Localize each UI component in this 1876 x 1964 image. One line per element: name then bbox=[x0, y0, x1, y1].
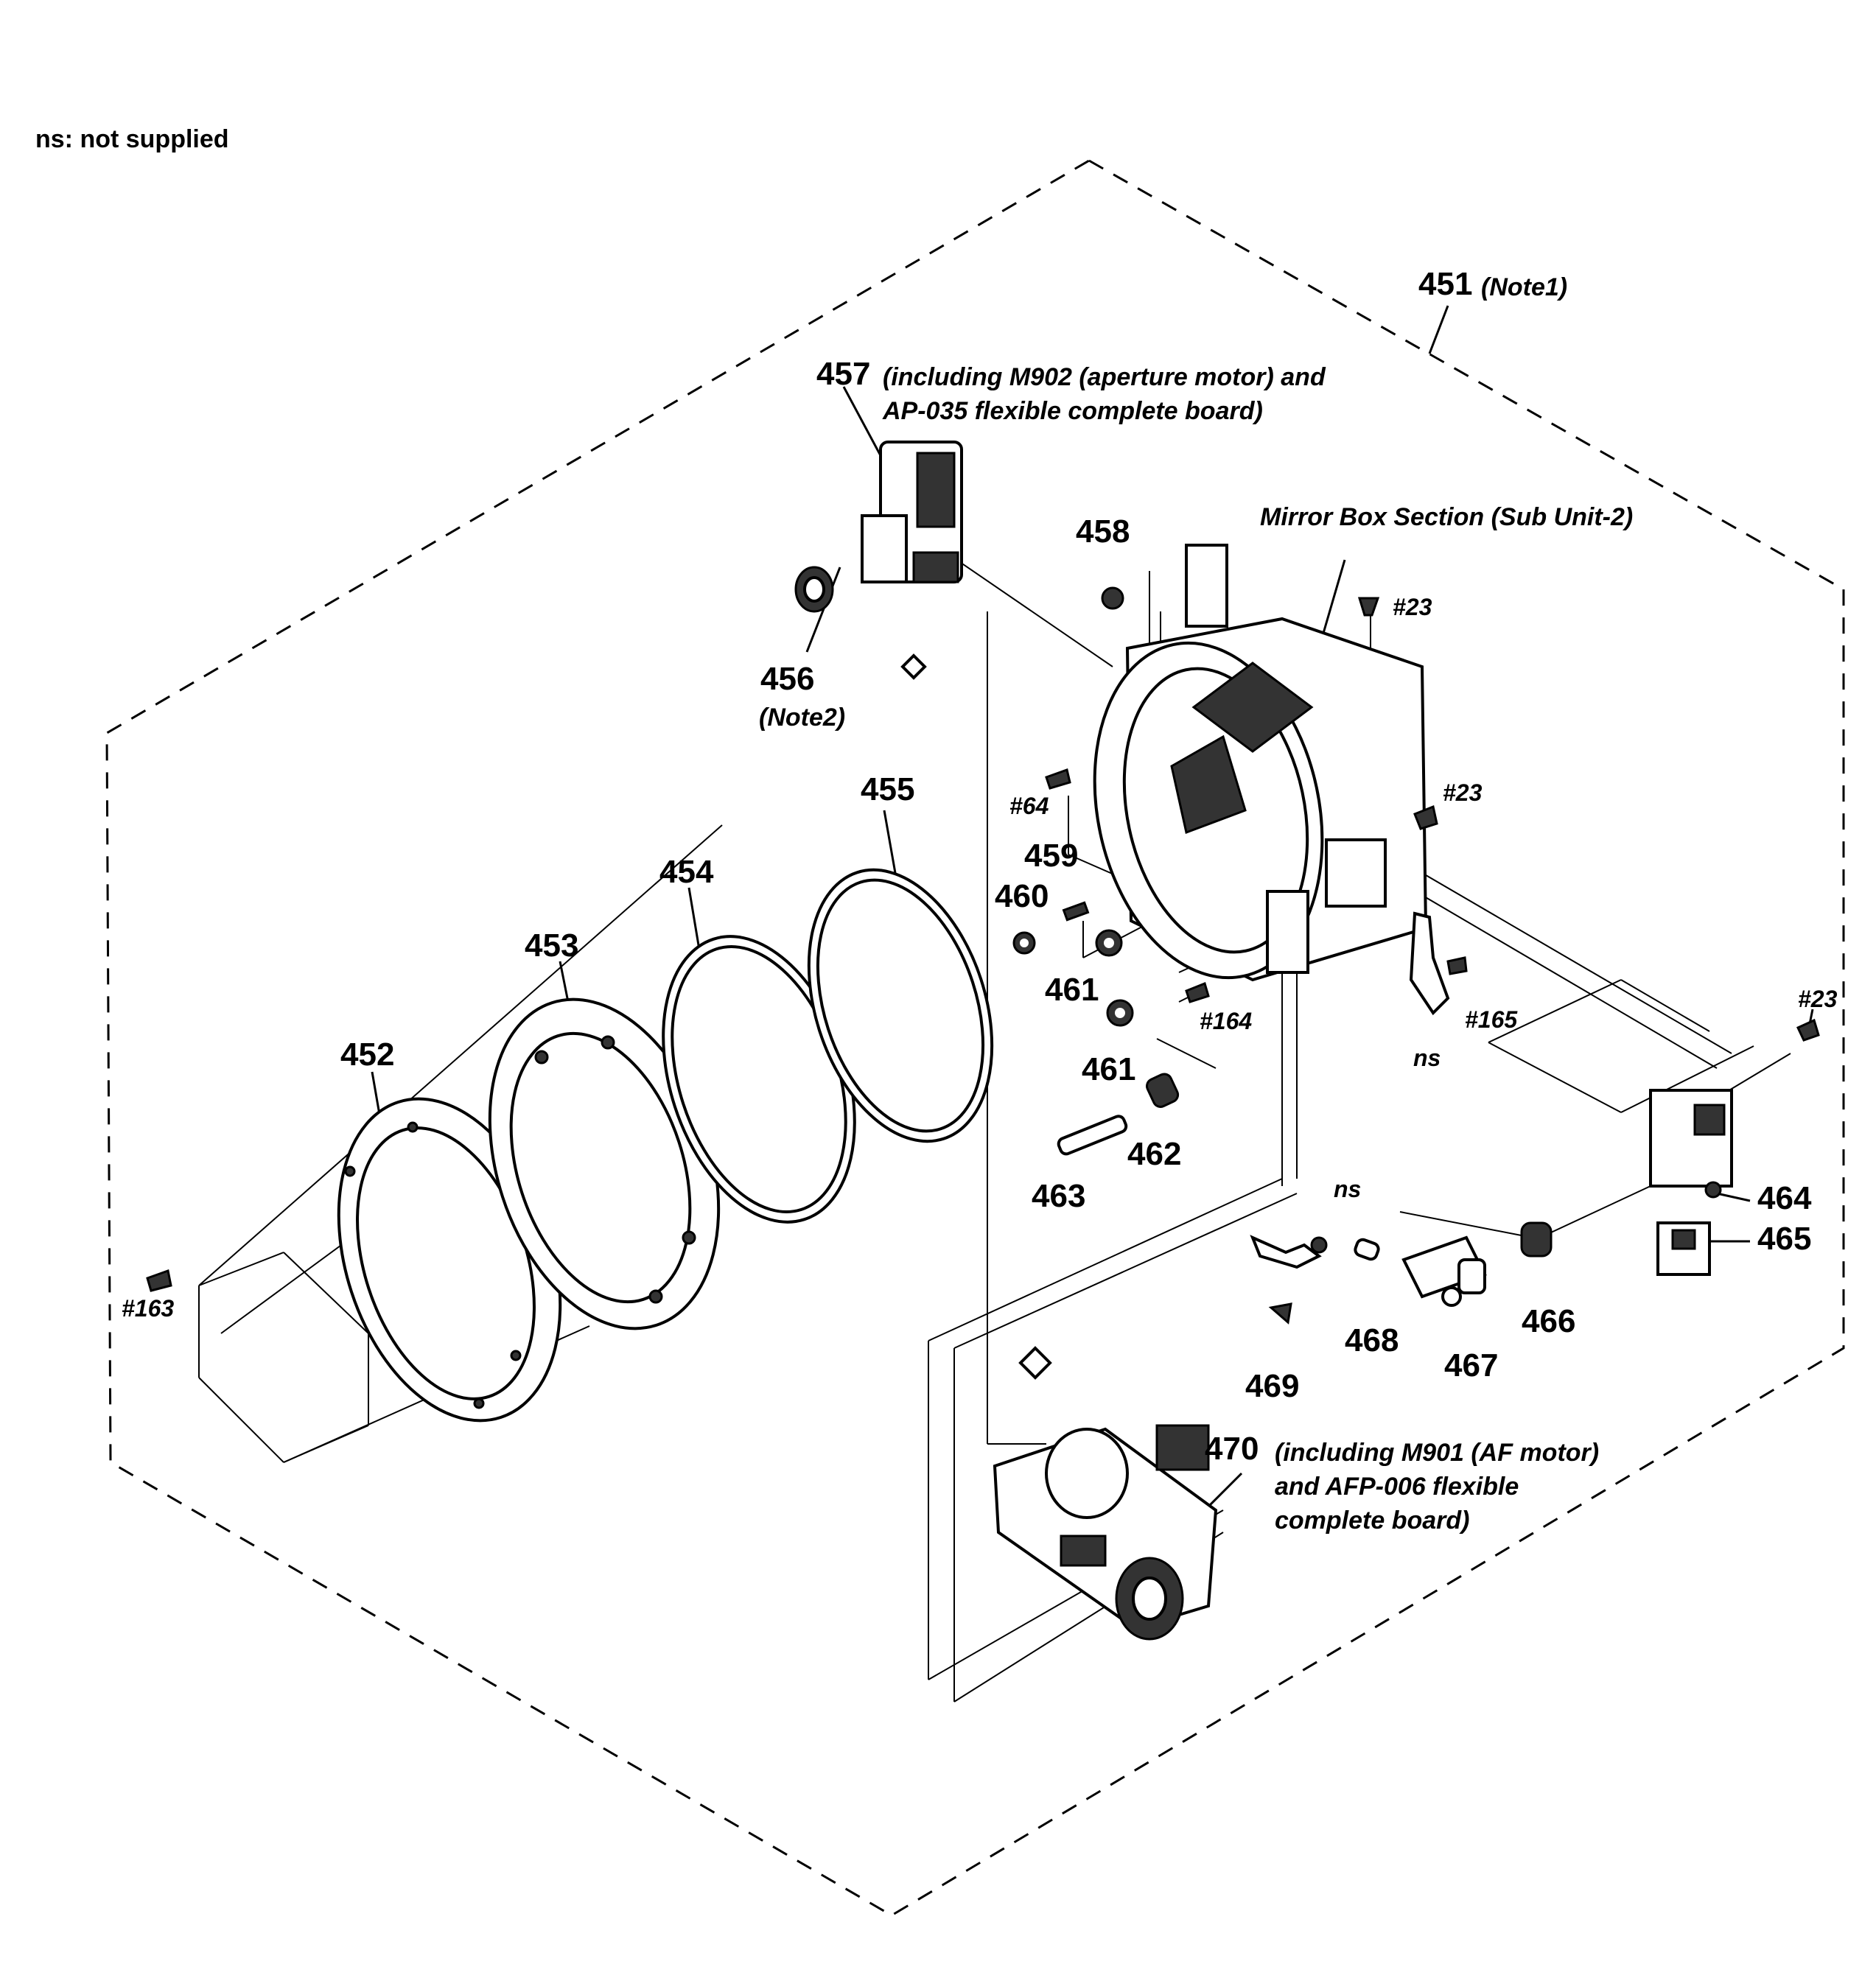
part-label-456: 456 bbox=[760, 661, 815, 697]
mirror-box-label: Mirror Box Section (Sub Unit-2) bbox=[1260, 503, 1634, 531]
part-470-af-motor-unit bbox=[993, 1346, 1218, 1641]
leader-451 bbox=[1428, 305, 1449, 354]
part-note-470-line2: and AFP-006 flexible bbox=[1275, 1473, 1519, 1501]
legend-not-supplied: ns: not supplied bbox=[35, 125, 229, 153]
part-note-457-line1: (including M902 (aperture motor) and bbox=[883, 363, 1326, 391]
part-454-bayonet-spring bbox=[662, 935, 856, 1224]
part-label-455: 455 bbox=[861, 771, 915, 807]
part-note-470-line3: complete board) bbox=[1275, 1507, 1470, 1535]
part-label-459: 459 bbox=[1024, 838, 1079, 874]
part-465-bracket bbox=[1656, 1221, 1711, 1276]
part-459-pin bbox=[1062, 901, 1090, 922]
part-note-456: (Note2) bbox=[759, 704, 846, 732]
screw-23c bbox=[1796, 1018, 1820, 1042]
screw-label-23a: #23 bbox=[1393, 594, 1432, 620]
ns-label-1: ns bbox=[1413, 1045, 1441, 1071]
leader-464 bbox=[1716, 1192, 1751, 1202]
screw-label-165: #165 bbox=[1465, 1006, 1518, 1033]
part-label-451: 451 bbox=[1418, 266, 1473, 302]
part-455-ring bbox=[807, 868, 994, 1143]
part-label-452: 452 bbox=[340, 1037, 395, 1073]
screw-label-23b: #23 bbox=[1443, 779, 1483, 806]
part-463-shaft bbox=[1057, 1115, 1128, 1156]
part-label-458: 458 bbox=[1076, 513, 1130, 550]
part-label-460: 460 bbox=[995, 878, 1049, 914]
ns-bracket bbox=[1409, 911, 1450, 1016]
part-label-470: 470 bbox=[1205, 1431, 1259, 1467]
screw-23a bbox=[1357, 597, 1380, 617]
part-label-462: 462 bbox=[1127, 1136, 1182, 1172]
part-label-463: 463 bbox=[1032, 1178, 1086, 1214]
screw-164 bbox=[1185, 981, 1210, 1003]
screw-165 bbox=[1446, 956, 1468, 975]
part-460-nut bbox=[1012, 931, 1036, 955]
part-458 bbox=[1101, 586, 1124, 610]
part-461a-washer bbox=[1095, 929, 1123, 957]
part-label-467: 467 bbox=[1444, 1347, 1499, 1383]
part-label-466: 466 bbox=[1522, 1303, 1576, 1339]
screw-label-163: #163 bbox=[122, 1295, 175, 1322]
part-label-453: 453 bbox=[525, 927, 579, 964]
part-note-457-line2: AP-035 flexible complete board) bbox=[883, 397, 1263, 425]
part-label-465: 465 bbox=[1757, 1221, 1812, 1257]
leader-455 bbox=[883, 810, 897, 874]
part-label-454: 454 bbox=[659, 854, 714, 890]
ns-label-2: ns bbox=[1334, 1176, 1362, 1202]
screw-163 bbox=[146, 1269, 172, 1292]
part-469-lever bbox=[1250, 1235, 1328, 1325]
part-468-pin bbox=[1354, 1238, 1380, 1261]
part-note-451: (Note1) bbox=[1481, 273, 1568, 301]
screw-label-164: #164 bbox=[1200, 1008, 1253, 1034]
part-453-mount-ring bbox=[488, 997, 721, 1330]
part-label-469: 469 bbox=[1245, 1368, 1300, 1404]
part-label-457: 457 bbox=[816, 356, 871, 392]
part-457-aperture-unit bbox=[861, 441, 963, 680]
part-label-464: 464 bbox=[1757, 1180, 1812, 1216]
part-462-spring bbox=[1146, 1073, 1180, 1108]
screw-64 bbox=[1045, 768, 1071, 790]
part-label-468: 468 bbox=[1345, 1322, 1399, 1358]
part-464-bracket bbox=[1649, 1089, 1733, 1199]
part-label-461a: 461 bbox=[1045, 972, 1099, 1008]
screw-label-23c: #23 bbox=[1798, 986, 1838, 1012]
part-461b-washer bbox=[1106, 999, 1134, 1027]
part-note-470-line1: (including M901 (AF motor) bbox=[1275, 1439, 1600, 1467]
part-label-461b: 461 bbox=[1082, 1051, 1136, 1087]
screw-label-64: #64 bbox=[1009, 793, 1049, 819]
part-456-gear bbox=[794, 566, 834, 613]
screw-23b bbox=[1413, 804, 1438, 830]
part-467-coupler bbox=[1401, 1235, 1487, 1307]
part-466-spring bbox=[1520, 1221, 1553, 1258]
leader-454 bbox=[687, 887, 701, 955]
mirror-box-section bbox=[1093, 544, 1428, 982]
